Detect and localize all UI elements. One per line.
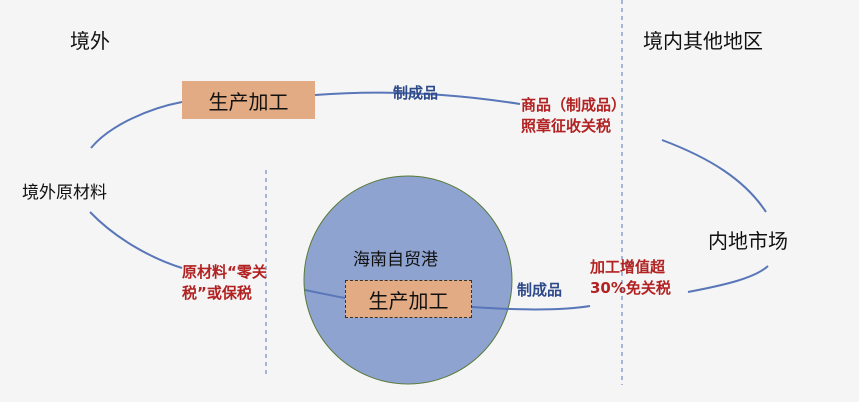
policy-top-right-line2: 照章征收关税 [521,117,612,135]
policy-bottom-left: 原材料“零关 税”或保税 [182,262,267,304]
flow-label-top-product: 制成品 [393,84,439,102]
hainan-ftp-label: 海南自贸港 [353,250,438,270]
flow-line-top-middle [314,91,521,105]
flow-line-bottom-middle [471,305,591,311]
flow-line-top-left [90,101,183,149]
processing-outside-box: 生产加工 [182,81,315,119]
inland-market-label: 内地市场 [708,229,788,253]
raw-materials-label: 境外原材料 [22,183,107,203]
policy-bottom-right-line2: 30%免关税 [590,279,671,297]
policy-bottom-right: 加工增值超 30%免关税 [590,257,671,299]
policy-top-right: 商品（制成品） 照章征收关税 [521,95,626,137]
flow-line-bottom-right [687,265,769,293]
flow-label-bottom-product: 制成品 [517,281,563,299]
flow-line-into-hainan [304,289,346,299]
processing-hainan-box: 生产加工 [345,280,472,318]
flow-line-bottom-left [89,211,183,269]
flow-line-top-right [661,139,767,213]
policy-bottom-left-line1: 原材料“零关 [182,263,267,281]
region-outside-label: 境外 [70,29,110,53]
region-inland-other-label: 境内其他地区 [643,29,763,53]
policy-bottom-left-line2: 税”或保税 [182,284,252,302]
policy-top-right-line1: 商品（制成品） [521,96,627,114]
policy-bottom-right-line1: 加工增值超 [590,258,666,276]
